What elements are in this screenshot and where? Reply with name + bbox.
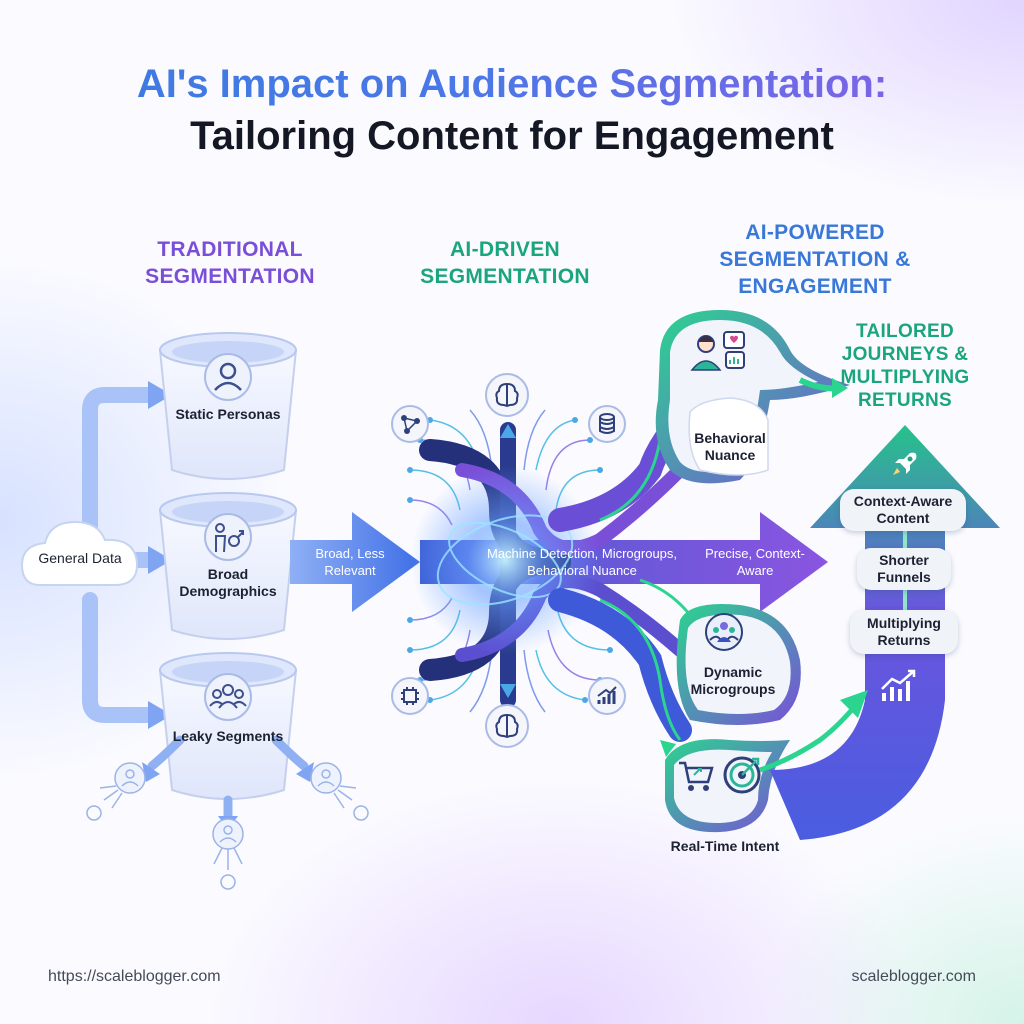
brain-icon: [484, 703, 530, 754]
arrow-precise: [420, 512, 828, 612]
connector-arrowheads: [148, 381, 172, 729]
leak-arrows: [147, 735, 309, 823]
heading-tailored: TAILORED JOURNEYS & MULTIPLYING RETURNS: [840, 321, 970, 411]
group-icon: [203, 672, 253, 727]
leak-nodes: [86, 762, 369, 890]
bucket-label-broad-demographics: Broad Demographics: [179, 566, 277, 599]
arrow-label-broad: Broad, Less Relevant: [315, 546, 385, 578]
branch-label-intent: Real-Time Intent: [670, 838, 780, 854]
arrow-label-center: Machine Detection, Microgroups, Behavior…: [486, 546, 678, 578]
bucket-leaky-segments: [158, 652, 298, 800]
gender-icon: [203, 512, 253, 567]
footer-url-left[interactable]: https://scaleblogger.com: [48, 968, 221, 985]
heading-traditional: TRADITIONAL SEGMENTATION: [145, 238, 315, 288]
result-multiplying-returns: Multiplying Returns: [850, 610, 958, 654]
growth-chart-icon: [587, 676, 627, 721]
person-icon: [203, 352, 253, 407]
group-icon: [704, 612, 744, 657]
coins-icon: [587, 404, 627, 449]
rocket-icon: [888, 447, 922, 486]
branch-label-microgroups: Dynamic Microgroups: [690, 664, 776, 697]
footer-url-right[interactable]: scaleblogger.com: [851, 968, 976, 985]
bucket-label-leaky-segments: Leaky Segments: [172, 728, 284, 744]
title-line-1: AI's Impact on Audience Segmentation:: [0, 62, 1024, 107]
bucket-static-personas: [158, 332, 298, 480]
cloud-shape: [20, 520, 139, 586]
bucket-label-static-personas: Static Personas: [175, 406, 281, 422]
brain-icon: [484, 372, 530, 423]
target-icon: [722, 755, 762, 800]
bar-growth-icon: [878, 667, 922, 710]
circuit-icon: [390, 676, 430, 721]
bucket-broad-demographics: [158, 492, 298, 640]
user-chat-icon: [690, 328, 750, 379]
result-context-aware: Context-Aware Content: [840, 489, 966, 531]
arrow-broad: [290, 512, 420, 612]
branch-label-behavioral: Behavioral Nuance: [694, 430, 766, 463]
general-data-label: General Data: [38, 550, 122, 566]
network-icon: [390, 404, 430, 449]
result-shorter-funnels: Shorter Funnels: [857, 548, 951, 590]
heading-ai-driven: AI-DRIVEN SEGMENTATION: [420, 238, 590, 288]
heading-ai-powered: AI-POWERED SEGMENTATION & ENGAGEMENT: [719, 221, 911, 298]
title-line-2: Tailoring Content for Engagement: [190, 114, 834, 158]
arrow-label-precise: Precise, Context-Aware: [705, 546, 805, 578]
cart-icon: [676, 758, 716, 799]
